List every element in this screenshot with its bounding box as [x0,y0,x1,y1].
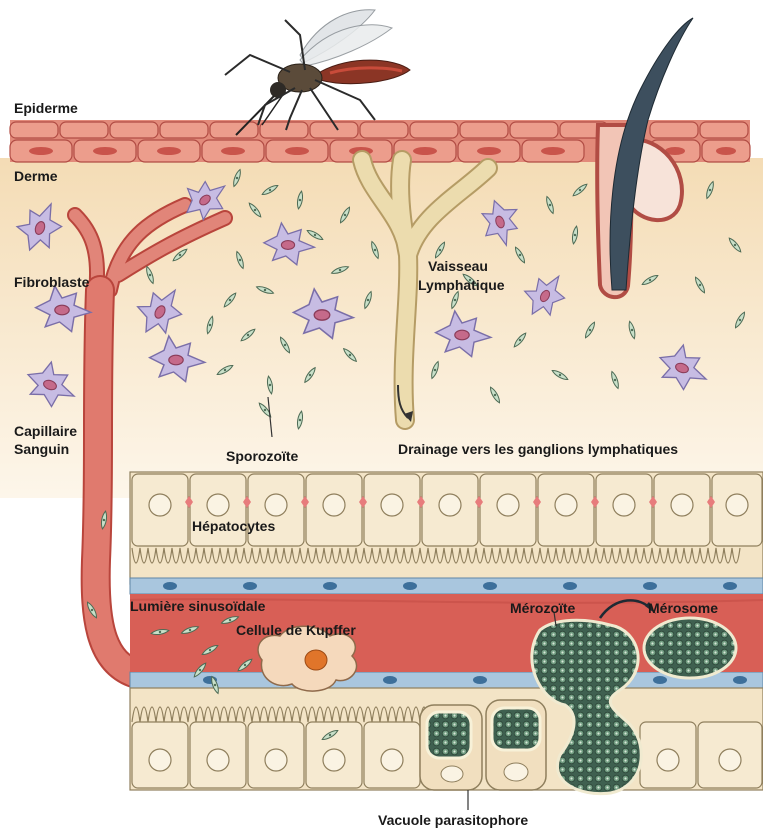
label-fibroblaste: Fibroblaste [14,274,89,290]
liver-section [86,472,763,794]
label-kupffer: Cellule de Kupffer [236,622,356,638]
label-sporozoite: Sporozoïte [226,448,298,464]
label-merosome: Mérosome [648,600,718,616]
label-epiderme: Epiderme [14,100,78,116]
merosome-icon [644,618,736,678]
label-capillaire-line1: Capillaire [14,423,77,439]
label-derme: Derme [14,168,58,184]
label-drainage: Drainage vers les ganglions lymphatiques [398,441,678,457]
label-vacuole: Vacuole parasitophore [378,812,528,828]
label-capillaire-line2: Sanguin [14,441,69,457]
label-merozoite: Mérozoïte [510,600,575,616]
label-vaisseau-line1: Vaisseau [428,258,488,274]
label-vaisseau-line2: Lymphatique [418,277,505,293]
label-hepatocytes: Hépatocytes [192,518,275,534]
label-lumiere: Lumière sinusoïdale [130,598,265,614]
mosquito-icon [225,10,410,135]
